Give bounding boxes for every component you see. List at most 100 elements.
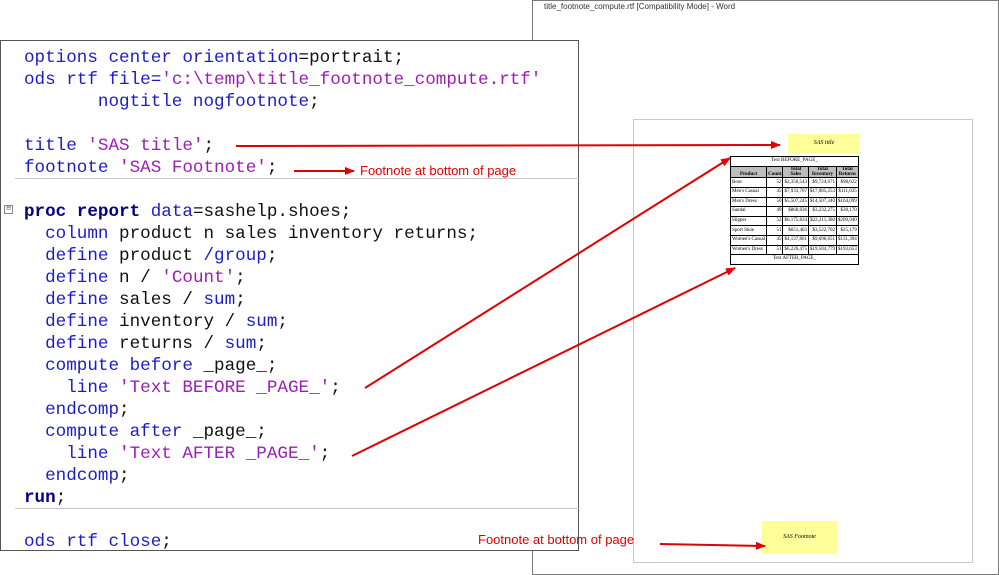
code-token: ; — [256, 334, 267, 354]
code-token: define — [24, 290, 120, 310]
report-cell: $9,724,671 — [807, 177, 837, 188]
code-token: ; — [309, 92, 320, 112]
sas-title-text: SAS title — [788, 134, 860, 153]
report-cell: $14,507,340 — [807, 196, 837, 208]
code-token: ; — [330, 378, 341, 398]
report-cell: 45 — [766, 187, 784, 198]
report-before-text: Text BEFORE_PAGE_ — [730, 156, 859, 167]
report-after-text: Text AFTER_PAGE_ — [730, 254, 859, 265]
code-token: ; — [235, 290, 246, 310]
code-token: 'Text BEFORE _PAGE_' — [119, 378, 331, 398]
report-cell: $9,696,651 — [807, 234, 837, 246]
report-cell: $111,035 — [835, 187, 859, 198]
code-token: column — [24, 224, 120, 244]
code-token: sum — [224, 334, 257, 354]
report-cell: $17,085,253 — [807, 187, 837, 198]
code-token: product — [119, 246, 204, 266]
code-token: =portrait; — [298, 48, 405, 68]
code-line: endcomp; — [24, 399, 130, 421]
code-token: nogtitle nogfootnote — [24, 92, 310, 112]
report-cell: $164,099 — [835, 196, 859, 208]
report-cell: Boot — [729, 177, 768, 188]
code-line: options center orientation=portrait; — [24, 47, 404, 69]
code-token: sales / — [119, 290, 204, 310]
code-token: ods rtf file= — [24, 70, 162, 90]
report-cell: $209,940 — [835, 215, 859, 227]
code-token: 'Count' — [161, 268, 236, 288]
code-token: endcomp — [24, 466, 120, 486]
sas-footnote-text: SAS Footnote — [762, 521, 837, 554]
code-line: endcomp; — [24, 465, 130, 487]
code-token: _page_; — [192, 422, 267, 442]
code-token: _page_; — [203, 356, 278, 376]
code-line: define inventory / sum; — [24, 311, 288, 333]
report-cell: $6,226,475 — [782, 244, 809, 256]
report-cell: $2,350,543 — [782, 177, 809, 188]
code-line: line 'Text AFTER _PAGE_'; — [24, 443, 330, 465]
report-cell: $6,175,834 — [782, 215, 809, 227]
code-token: compute after — [24, 422, 193, 442]
section-divider — [15, 178, 579, 179]
report-after-row: Text AFTER_PAGE_ — [730, 254, 859, 265]
code-token: data — [150, 202, 193, 222]
report-cell: 52 — [766, 215, 784, 227]
code-line: define n / 'Count'; — [24, 267, 246, 289]
fold-toggle-icon[interactable]: ⊟ — [4, 205, 13, 214]
code-line: define sales / sum; — [24, 289, 246, 311]
code-token: sum — [203, 290, 236, 310]
code-token: ; — [266, 158, 278, 178]
report-cell: 49 — [766, 206, 784, 217]
code-token: run — [24, 488, 56, 508]
report-column-header: Count — [766, 165, 784, 179]
code-token: =sashelp.shoes; — [192, 202, 352, 222]
report-cell: $3,522,702 — [807, 225, 837, 236]
code-token: ; — [119, 400, 130, 420]
section-divider — [15, 508, 579, 509]
code-line: footnote 'SAS Footnote'; — [24, 157, 277, 179]
code-token: ; — [119, 466, 130, 486]
report-cell: Slipper — [729, 215, 768, 227]
report-cell: $19,504,779 — [807, 244, 837, 256]
report-cell: $193,653 — [835, 244, 859, 256]
code-line: title 'SAS title'; — [24, 135, 214, 157]
code-token: define — [24, 268, 120, 288]
code-line: run; — [24, 487, 66, 509]
sas-code-editor[interactable]: ⊟ options center orientation=portrait;od… — [0, 40, 579, 552]
report-before-row: Text BEFORE_PAGE_ — [730, 156, 859, 167]
code-token: inventory / — [119, 312, 246, 332]
word-window: title_footnote_compute.rtf [Compatibilit… — [532, 0, 999, 575]
code-token: ; — [161, 532, 172, 552]
code-token: ; — [277, 312, 288, 332]
code-token: footnote — [24, 158, 120, 178]
report-cell: $25,179 — [835, 225, 859, 236]
code-token: /group — [203, 246, 267, 266]
report-cell: $98,622 — [835, 177, 859, 188]
code-token: product n sales inventory returns; — [119, 224, 479, 244]
report-cell: 50 — [766, 196, 784, 208]
code-token: line — [24, 444, 120, 464]
code-line: compute after _page_; — [24, 421, 267, 443]
code-token: define — [24, 334, 120, 354]
code-token: 'SAS Footnote' — [119, 158, 267, 178]
code-token: endcomp — [24, 400, 120, 420]
report-cell: $3,232,275 — [807, 206, 837, 217]
code-token: 'c:\temp\title_footnote_compute.rtf' — [161, 70, 542, 90]
code-token: 'SAS title' — [87, 136, 204, 156]
code-token: returns / — [119, 334, 225, 354]
report-cell: Sport Shoe — [729, 225, 768, 236]
report-cell: 51 — [766, 225, 784, 236]
code-line: define product /group; — [24, 245, 277, 267]
code-token: define — [24, 246, 120, 266]
code-line: compute before _page_; — [24, 355, 277, 377]
word-window-title: title_footnote_compute.rtf [Compatibilit… — [544, 2, 736, 11]
report-column-header: Product — [729, 165, 768, 179]
